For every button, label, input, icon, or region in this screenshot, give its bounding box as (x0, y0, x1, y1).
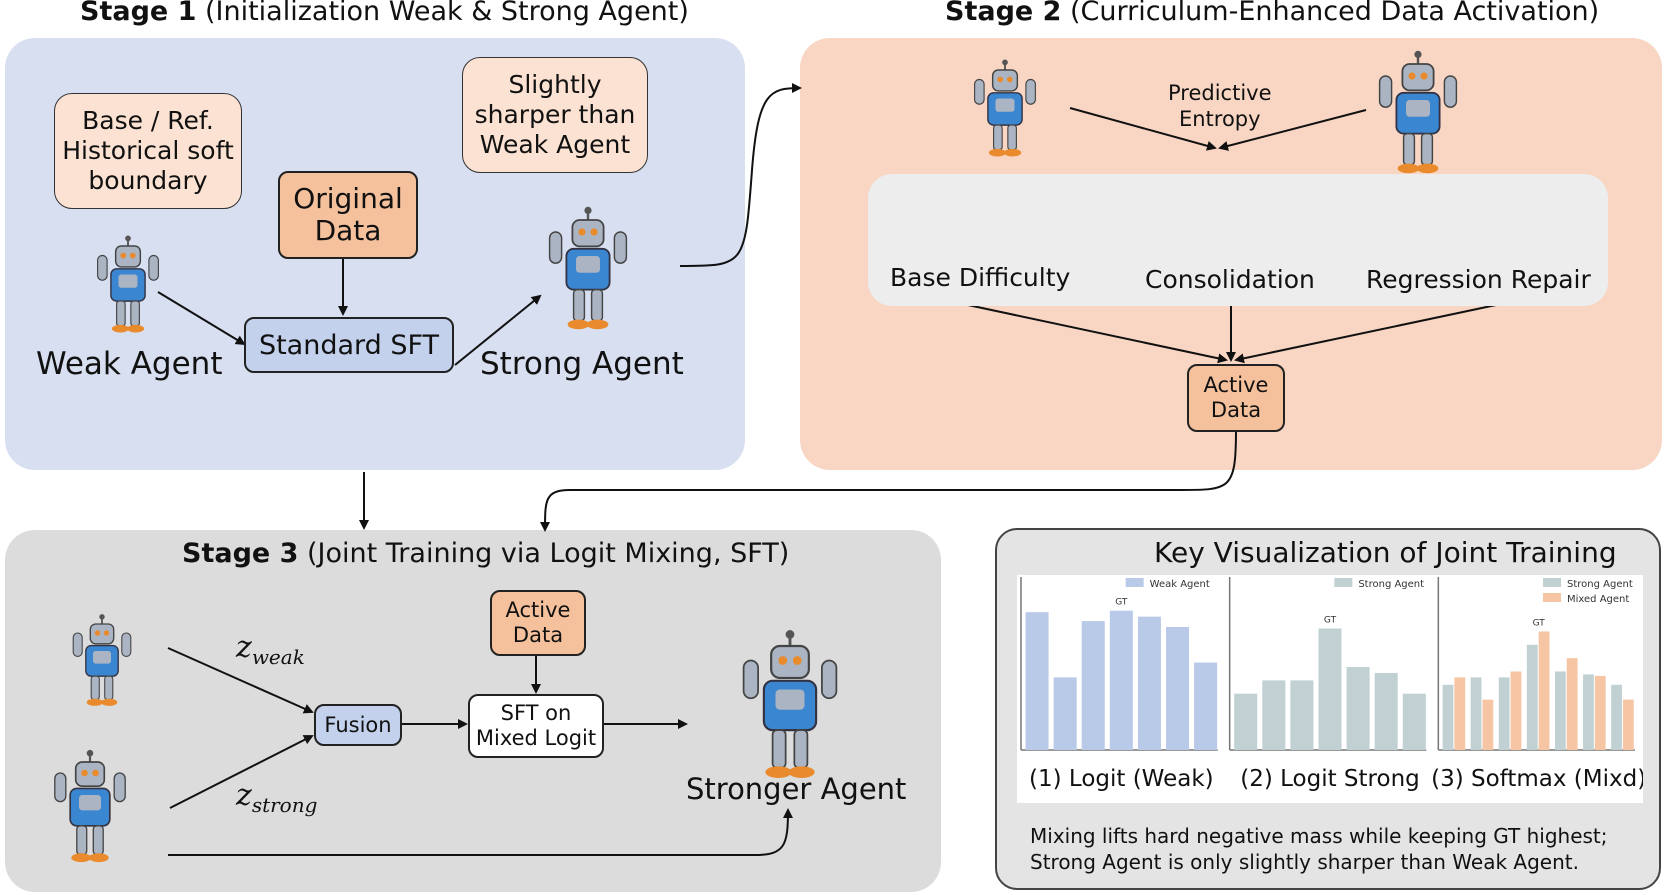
consolidation-label: Consolidation (1145, 265, 1315, 294)
bar-strong-agent (1554, 671, 1566, 750)
bar-mixed-agent (1454, 677, 1466, 750)
bar-mixed-agent (1594, 675, 1606, 750)
active-data-box-stage3: Active Data (490, 590, 586, 656)
bar-strong-agent (1583, 674, 1594, 750)
bar-mixed-agent (1510, 671, 1522, 750)
criteria-strip (868, 174, 1608, 306)
bar-strong-agent (1346, 667, 1370, 750)
stronger-agent-label: Stronger Agent (686, 772, 907, 806)
z-weak-label: zweak (236, 630, 305, 669)
stage3-title: Stage 3 (Joint Training via Logit Mixing… (182, 538, 790, 569)
bar-weak-agent (1166, 627, 1190, 750)
strong-agent-robot-icon-s2 (1378, 49, 1458, 175)
bar-strong-agent (1290, 680, 1314, 750)
bar-mixed-agent (1566, 658, 1578, 750)
bar-strong-agent (1318, 628, 1342, 750)
bar-mixed-agent (1622, 699, 1634, 750)
weak-agent-robot-icon-s2 (973, 58, 1037, 158)
weak-agent-label: Weak Agent (36, 346, 223, 382)
gt-label: GT (1324, 615, 1337, 625)
legend-swatch (1125, 578, 1144, 587)
standard-sft-box: Standard SFT (244, 317, 454, 373)
strong-agent-label: Strong Agent (480, 346, 684, 382)
bar-strong-agent (1526, 644, 1538, 750)
bar-strong-agent (1498, 677, 1510, 750)
bar-weak-agent (1194, 662, 1218, 750)
bar-weak-agent (1109, 610, 1133, 750)
bar-strong-agent (1611, 684, 1622, 750)
legend-swatch (1543, 593, 1561, 602)
z-strong-label: zstrong (236, 778, 318, 817)
stage2-title: Stage 2 (Curriculum-Enhanced Data Activa… (945, 0, 1600, 27)
predictive-entropy-label: Predictive Entropy (1168, 81, 1272, 131)
original-data-box: Original Data (278, 171, 418, 259)
legend-label: Strong Agent (1567, 579, 1633, 590)
regression-repair-label: Regression Repair (1366, 265, 1591, 294)
strong-agent-robot-icon-s3 (53, 748, 127, 864)
caption-line-1: Mixing lifts hard negative mass while ke… (1030, 824, 1608, 848)
weak-agent-robot-icon-s3 (72, 613, 132, 707)
bar-strong-agent (1374, 672, 1398, 750)
gt-label: GT (1533, 618, 1546, 628)
legend-label: Strong Agent (1358, 579, 1424, 590)
bar-weak-agent (1137, 616, 1161, 750)
bar-strong-agent (1470, 677, 1482, 750)
sft-mixed-logit-box: SFT on Mixed Logit (468, 694, 604, 758)
base-difficulty-label: Base Difficulty (890, 263, 1071, 292)
legend-swatch (1543, 578, 1561, 587)
fusion-box: Fusion (314, 704, 402, 746)
stronger-agent-robot-icon (742, 628, 838, 780)
gt-label: GT (1115, 598, 1128, 608)
bar-strong-agent (1402, 693, 1426, 750)
strong-agent-speech-bubble: Slightly sharper than Weak Agent (462, 57, 648, 173)
bar-strong-agent (1442, 684, 1454, 750)
bar-weak-agent (1025, 612, 1049, 750)
strong-agent-robot-icon (548, 205, 628, 331)
weak-agent-robot-icon (96, 234, 160, 334)
chart-title: (3) Softmax (Mixd) (1431, 766, 1643, 792)
legend-swatch (1334, 578, 1353, 587)
chart-title: (1) Logit (Weak) (1029, 766, 1214, 792)
key-visualization-title: Key Visualization of Joint Training (1154, 536, 1617, 569)
weak-agent-speech-bubble: Base / Ref. Historical soft boundary (54, 93, 242, 209)
legend-label: Mixed Agent (1567, 594, 1629, 605)
caption-line-2: Strong Agent is only slightly sharper th… (1030, 850, 1579, 874)
bar-weak-agent (1053, 677, 1077, 750)
stage1-title: Stage 1 (Initialization Weak & Strong Ag… (80, 0, 689, 27)
bar-strong-agent (1234, 693, 1258, 750)
bar-strong-agent (1262, 680, 1286, 750)
bar-weak-agent (1081, 621, 1105, 750)
key-visualization-caption: Mixing lifts hard negative mass while ke… (1030, 823, 1608, 875)
active-data-box-stage2: Active Data (1187, 364, 1285, 432)
bar-mixed-agent (1482, 699, 1494, 750)
bar-mixed-agent (1538, 631, 1550, 750)
legend-label: Weak Agent (1150, 579, 1210, 590)
chart-title: (2) Logit Strong (1240, 766, 1420, 792)
